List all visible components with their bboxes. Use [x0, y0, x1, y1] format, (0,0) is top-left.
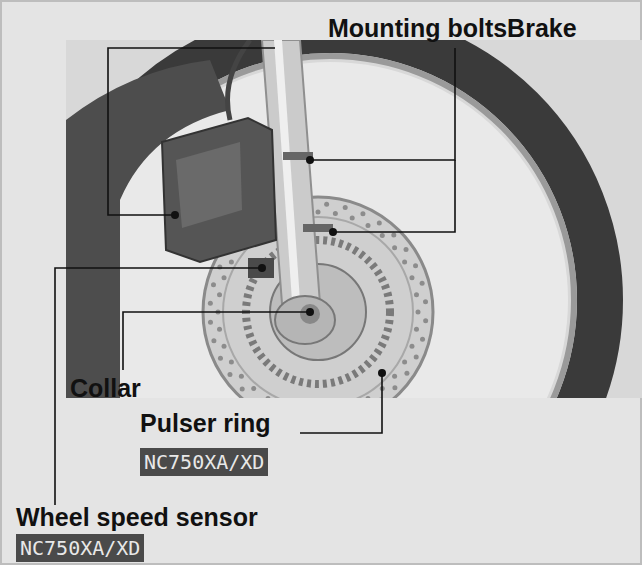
tire — [66, 40, 600, 398]
model-badge: NC750XA/XD — [16, 534, 144, 562]
leader-lines — [55, 48, 455, 505]
photo — [66, 40, 642, 398]
part-label: Mounting boltsBrake — [328, 14, 577, 42]
model-badge: NC750XA/XD — [140, 448, 268, 476]
part-label: Collar — [70, 374, 141, 402]
part-label: Pulser ring — [140, 409, 271, 437]
part-label: Wheel speed sensor — [16, 503, 258, 531]
leader-dots — [171, 156, 386, 377]
badge-text: NC750XA/XD — [140, 448, 268, 476]
brake-caliper — [162, 118, 276, 262]
axle-holder — [275, 296, 335, 344]
badge-text: NC750XA/XD — [16, 534, 144, 562]
